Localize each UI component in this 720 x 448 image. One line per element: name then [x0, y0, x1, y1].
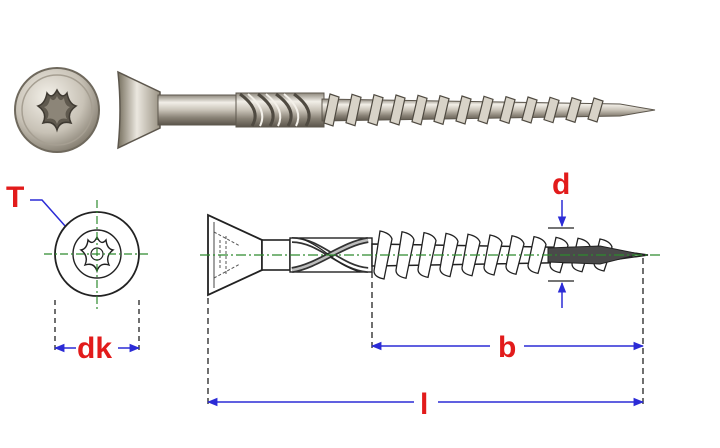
photo-thread-crest [587, 97, 604, 123]
photo-thread-crest [389, 94, 406, 126]
photo-thread-crest [521, 96, 538, 124]
l-label: l [420, 388, 428, 421]
photo-thread-crest [411, 94, 428, 126]
photo-thread-crest [565, 96, 582, 124]
photo-thread-crest [345, 93, 362, 127]
torx-label: T [6, 181, 24, 214]
d-label: d [552, 168, 570, 201]
dk-label: dk [77, 332, 112, 365]
l-dimension: l [206, 388, 645, 421]
photo-thread-crest [367, 93, 384, 127]
photo-thread-crest [543, 96, 560, 124]
torx-head-drawing [44, 200, 150, 310]
b-label: b [498, 331, 516, 364]
photo-thread-crest [433, 94, 450, 126]
screw-drawing [200, 213, 660, 297]
torx-head-photo [14, 67, 100, 153]
dk-dimension: dk [53, 300, 141, 365]
photo-thread-crest [499, 95, 516, 125]
screw-photo [117, 70, 656, 150]
photo-thread-crest [455, 95, 472, 125]
d-dimension: d [548, 168, 574, 308]
photo-thread-crest [477, 95, 494, 125]
extension-lines [207, 258, 644, 404]
drawing-thread-crest [417, 231, 437, 279]
photo-thread-crest [323, 93, 340, 127]
b-dimension: b [370, 331, 645, 364]
